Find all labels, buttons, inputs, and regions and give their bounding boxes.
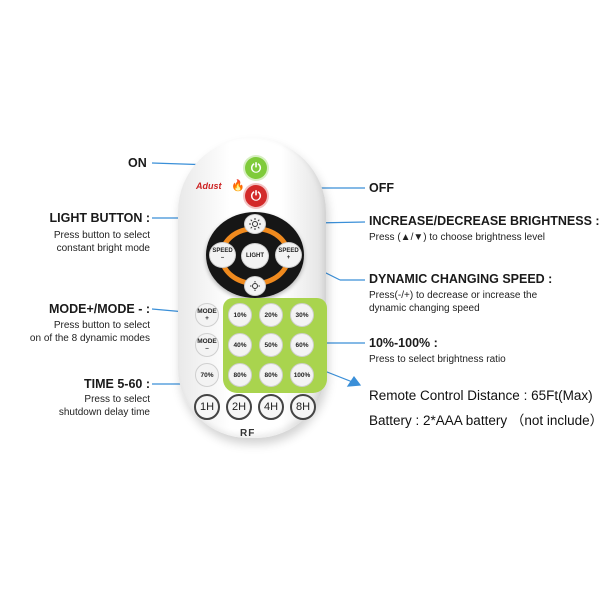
ratio-button-50[interactable]: 50%	[259, 333, 283, 357]
time-button-1h[interactable]: 1H	[194, 394, 220, 420]
label-mode: MODE+/MODE - : Press button to select on…	[10, 302, 150, 345]
light-button[interactable]: LIGHT	[241, 243, 269, 269]
ratio-button-40[interactable]: 40%	[228, 333, 252, 357]
leader-distance	[321, 369, 356, 384]
brightness-down-button[interactable]	[244, 276, 266, 296]
label-mode-line2: on of the 8 dynamic modes	[29, 333, 150, 344]
label-time-title: TIME 5-60 :	[84, 377, 150, 391]
label-speed-title: DYNAMIC CHANGING SPEED :	[369, 272, 553, 286]
label-brightness: INCREASE/DECREASE BRIGHTNESS : Press (▲/…	[369, 214, 600, 244]
power-on-button[interactable]: ⏻	[245, 157, 267, 179]
ratio-button-60[interactable]: 60%	[290, 333, 314, 357]
mode-plus-button[interactable]: MODE +	[195, 303, 219, 327]
ratio-button-30[interactable]: 30%	[290, 303, 314, 327]
ratio-button-70[interactable]: 70%	[195, 363, 219, 387]
label-light-line2: constant bright mode	[56, 243, 150, 254]
ratio-button-80b[interactable]: 80%	[259, 363, 283, 387]
label-time-line1: Press to select	[84, 394, 150, 405]
label-speed: DYNAMIC CHANGING SPEED : Press(-/+) to d…	[369, 272, 552, 315]
label-ratio-title: 10%-100% :	[369, 336, 438, 350]
label-speed-line2: dynamic changing speed	[369, 303, 480, 314]
brand-logo: Adust	[196, 181, 222, 191]
sun-up-icon	[249, 218, 261, 230]
time-button-8h[interactable]: 8H	[290, 394, 316, 420]
label-battery: Battery : 2*AAA battery （not include）	[369, 413, 600, 428]
label-speed-line1: Press(-/+) to decrease or increase the	[369, 290, 538, 301]
label-light-line1: Press button to select	[53, 230, 150, 241]
label-distance: Remote Control Distance : 65Ft(Max)	[369, 388, 593, 403]
label-ratio-desc: Press to select brightness ratio	[369, 354, 506, 365]
ratio-button-20[interactable]: 20%	[259, 303, 283, 327]
leader-distance-arrow	[346, 375, 362, 387]
label-on: ON	[128, 156, 147, 170]
label-mode-title: MODE+/MODE - :	[48, 302, 150, 316]
speed-plus-button[interactable]: SPEED +	[275, 242, 302, 268]
power-on-icon: ⏻	[250, 160, 262, 175]
label-ratio: 10%-100% : Press to select brightness ra…	[369, 336, 506, 366]
sun-down-icon	[250, 281, 260, 291]
label-time-line2: shutdown delay time	[58, 407, 150, 418]
speed-minus-button[interactable]: SPEED –	[209, 242, 236, 268]
label-off: OFF	[369, 181, 394, 195]
power-off-button[interactable]: ⏻	[245, 185, 267, 207]
label-light-title: LIGHT BUTTON :	[49, 211, 150, 225]
time-button-4h[interactable]: 4H	[258, 394, 284, 420]
ratio-button-80[interactable]: 80%	[228, 363, 252, 387]
label-light-button: LIGHT BUTTON : Press button to select co…	[20, 211, 150, 255]
power-off-icon: ⏻	[250, 188, 262, 203]
time-button-2h[interactable]: 2H	[226, 394, 252, 420]
label-time: TIME 5-60 : Press to select shutdown del…	[20, 377, 150, 419]
label-brightness-title: INCREASE/DECREASE BRIGHTNESS :	[369, 214, 600, 228]
label-brightness-desc: Press (▲/▼) to choose brightness level	[369, 232, 545, 243]
brightness-up-button[interactable]	[244, 214, 266, 234]
mode-minus-button[interactable]: MODE –	[195, 333, 219, 357]
flame-icon: 🔥	[231, 180, 245, 192]
ratio-button-100[interactable]: 100%	[290, 363, 314, 387]
rf-label: RF	[240, 428, 256, 439]
ratio-button-10[interactable]: 10%	[228, 303, 252, 327]
label-mode-line1: Press button to select	[53, 320, 150, 331]
